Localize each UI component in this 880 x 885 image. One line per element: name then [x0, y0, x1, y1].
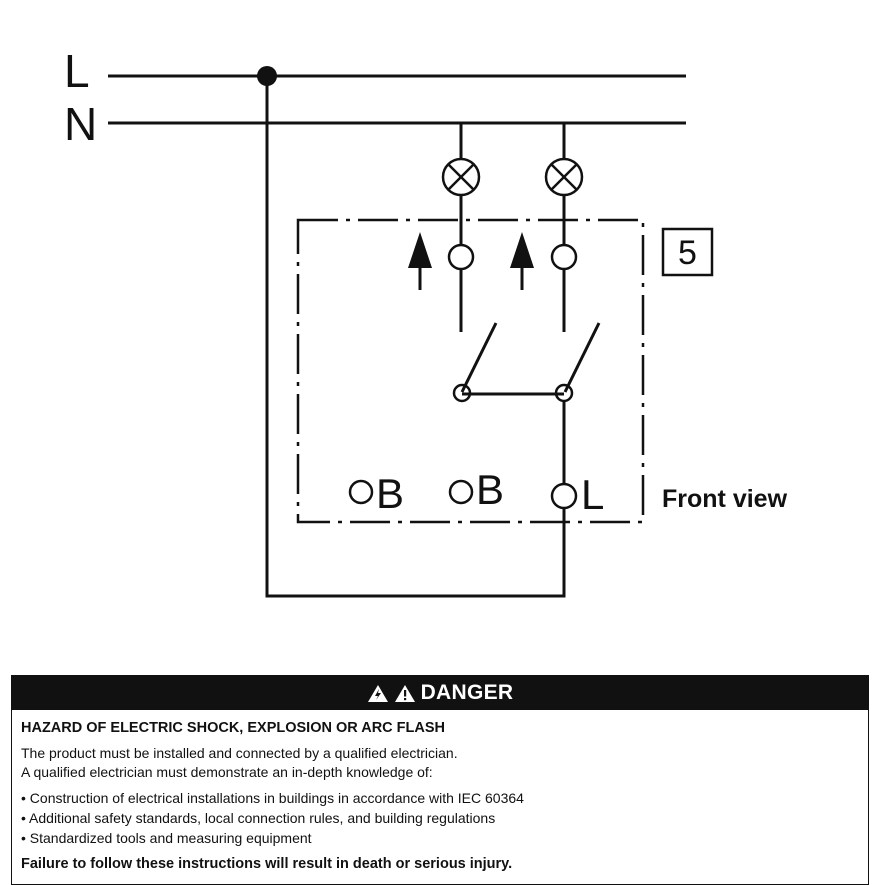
danger-title: DANGER [420, 681, 514, 704]
terminal-b1 [348, 479, 374, 505]
pivot-1 [452, 383, 472, 403]
intro-text: The product must be installed and connec… [21, 744, 859, 782]
electric-warning-icon [367, 684, 388, 702]
list-item: Standardized tools and measuring equipme… [21, 828, 859, 848]
switch-1-contact [460, 322, 498, 393]
neutral-label: N [64, 98, 97, 150]
switch-2-contact [563, 322, 601, 393]
front-view-label: Front view [662, 485, 788, 513]
figure-number-box [661, 227, 714, 277]
terminal-b2-label: B [476, 466, 504, 513]
terminal-b1-label: B [376, 470, 404, 517]
terminal-l-label: L [581, 471, 604, 518]
danger-header: DANGER [12, 676, 868, 710]
line-label: L [64, 45, 90, 97]
hazard-heading: HAZARD OF ELECTRIC SHOCK, EXPLOSION OR A… [21, 720, 445, 736]
list-item: Construction of electrical installations… [21, 788, 859, 808]
requirement-list: Construction of electrical installations… [21, 788, 859, 848]
lamp-1-icon [441, 157, 481, 197]
device-housing [296, 218, 645, 524]
list-item: Additional safety standards, local conne… [21, 808, 859, 828]
intro-line: A qualified electrician must demonstrate… [21, 764, 433, 780]
lamp-2-icon [544, 157, 584, 197]
line-feed-wire [265, 76, 566, 598]
output-terminal-1 [447, 243, 475, 271]
intro-line: The product must be installed and connec… [21, 745, 458, 761]
output-terminal-2 [550, 243, 578, 271]
wiring-diagram: L N B [64, 45, 788, 598]
terminal-l [550, 482, 578, 510]
figure-number: 5 [678, 234, 697, 272]
arrow-up-icon [510, 232, 534, 290]
arrow-up-icon [408, 232, 432, 290]
danger-notice: DANGER HAZARD OF ELECTRIC SHOCK, EXPLOSI… [11, 675, 869, 885]
warning-icon [394, 684, 415, 702]
terminal-b2 [448, 479, 474, 505]
consequence-text: Failure to follow these instructions wil… [21, 856, 513, 872]
